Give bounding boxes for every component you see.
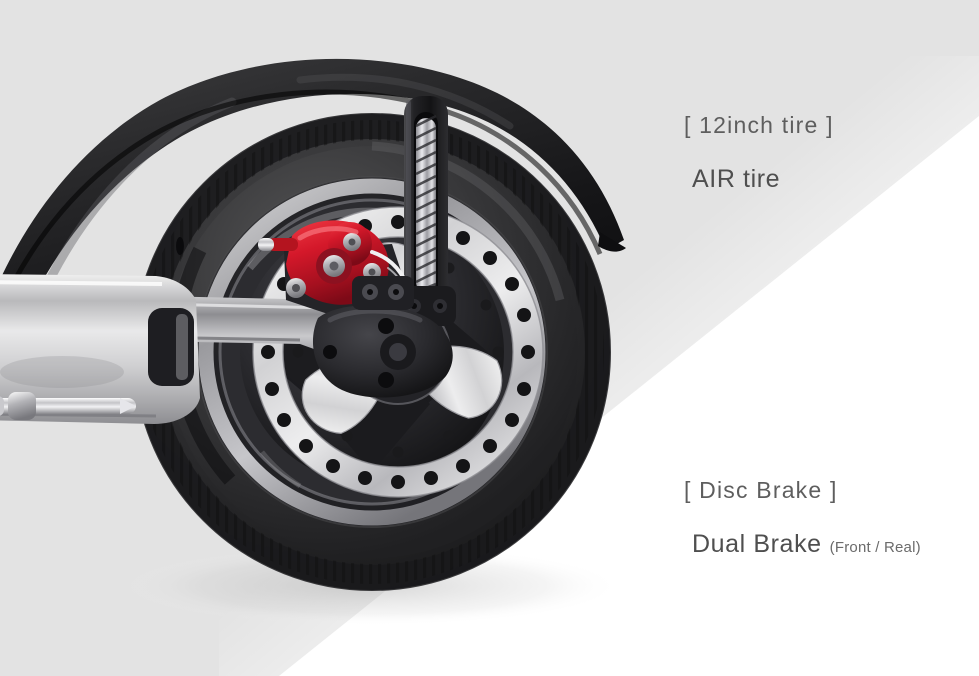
callout-brake-main: Dual Brake (Front / Real): [684, 530, 921, 559]
callout-tire-main-text: AIR tire: [692, 165, 781, 193]
callout-brake-note: (Front / Real): [829, 539, 921, 556]
callout-brake: [ Disc Brake ] Dual Brake (Front / Real): [684, 477, 921, 559]
callout-tire-bracketed: [ 12inch tire ]: [684, 112, 834, 138]
callout-brake-bracketed: [ Disc Brake ]: [684, 477, 838, 503]
callout-tire-main: AIR tire: [684, 165, 834, 194]
callout-tire: [ 12inch tire ] AIR tire: [684, 112, 834, 194]
callout-brake-main-text: Dual Brake: [692, 530, 822, 558]
